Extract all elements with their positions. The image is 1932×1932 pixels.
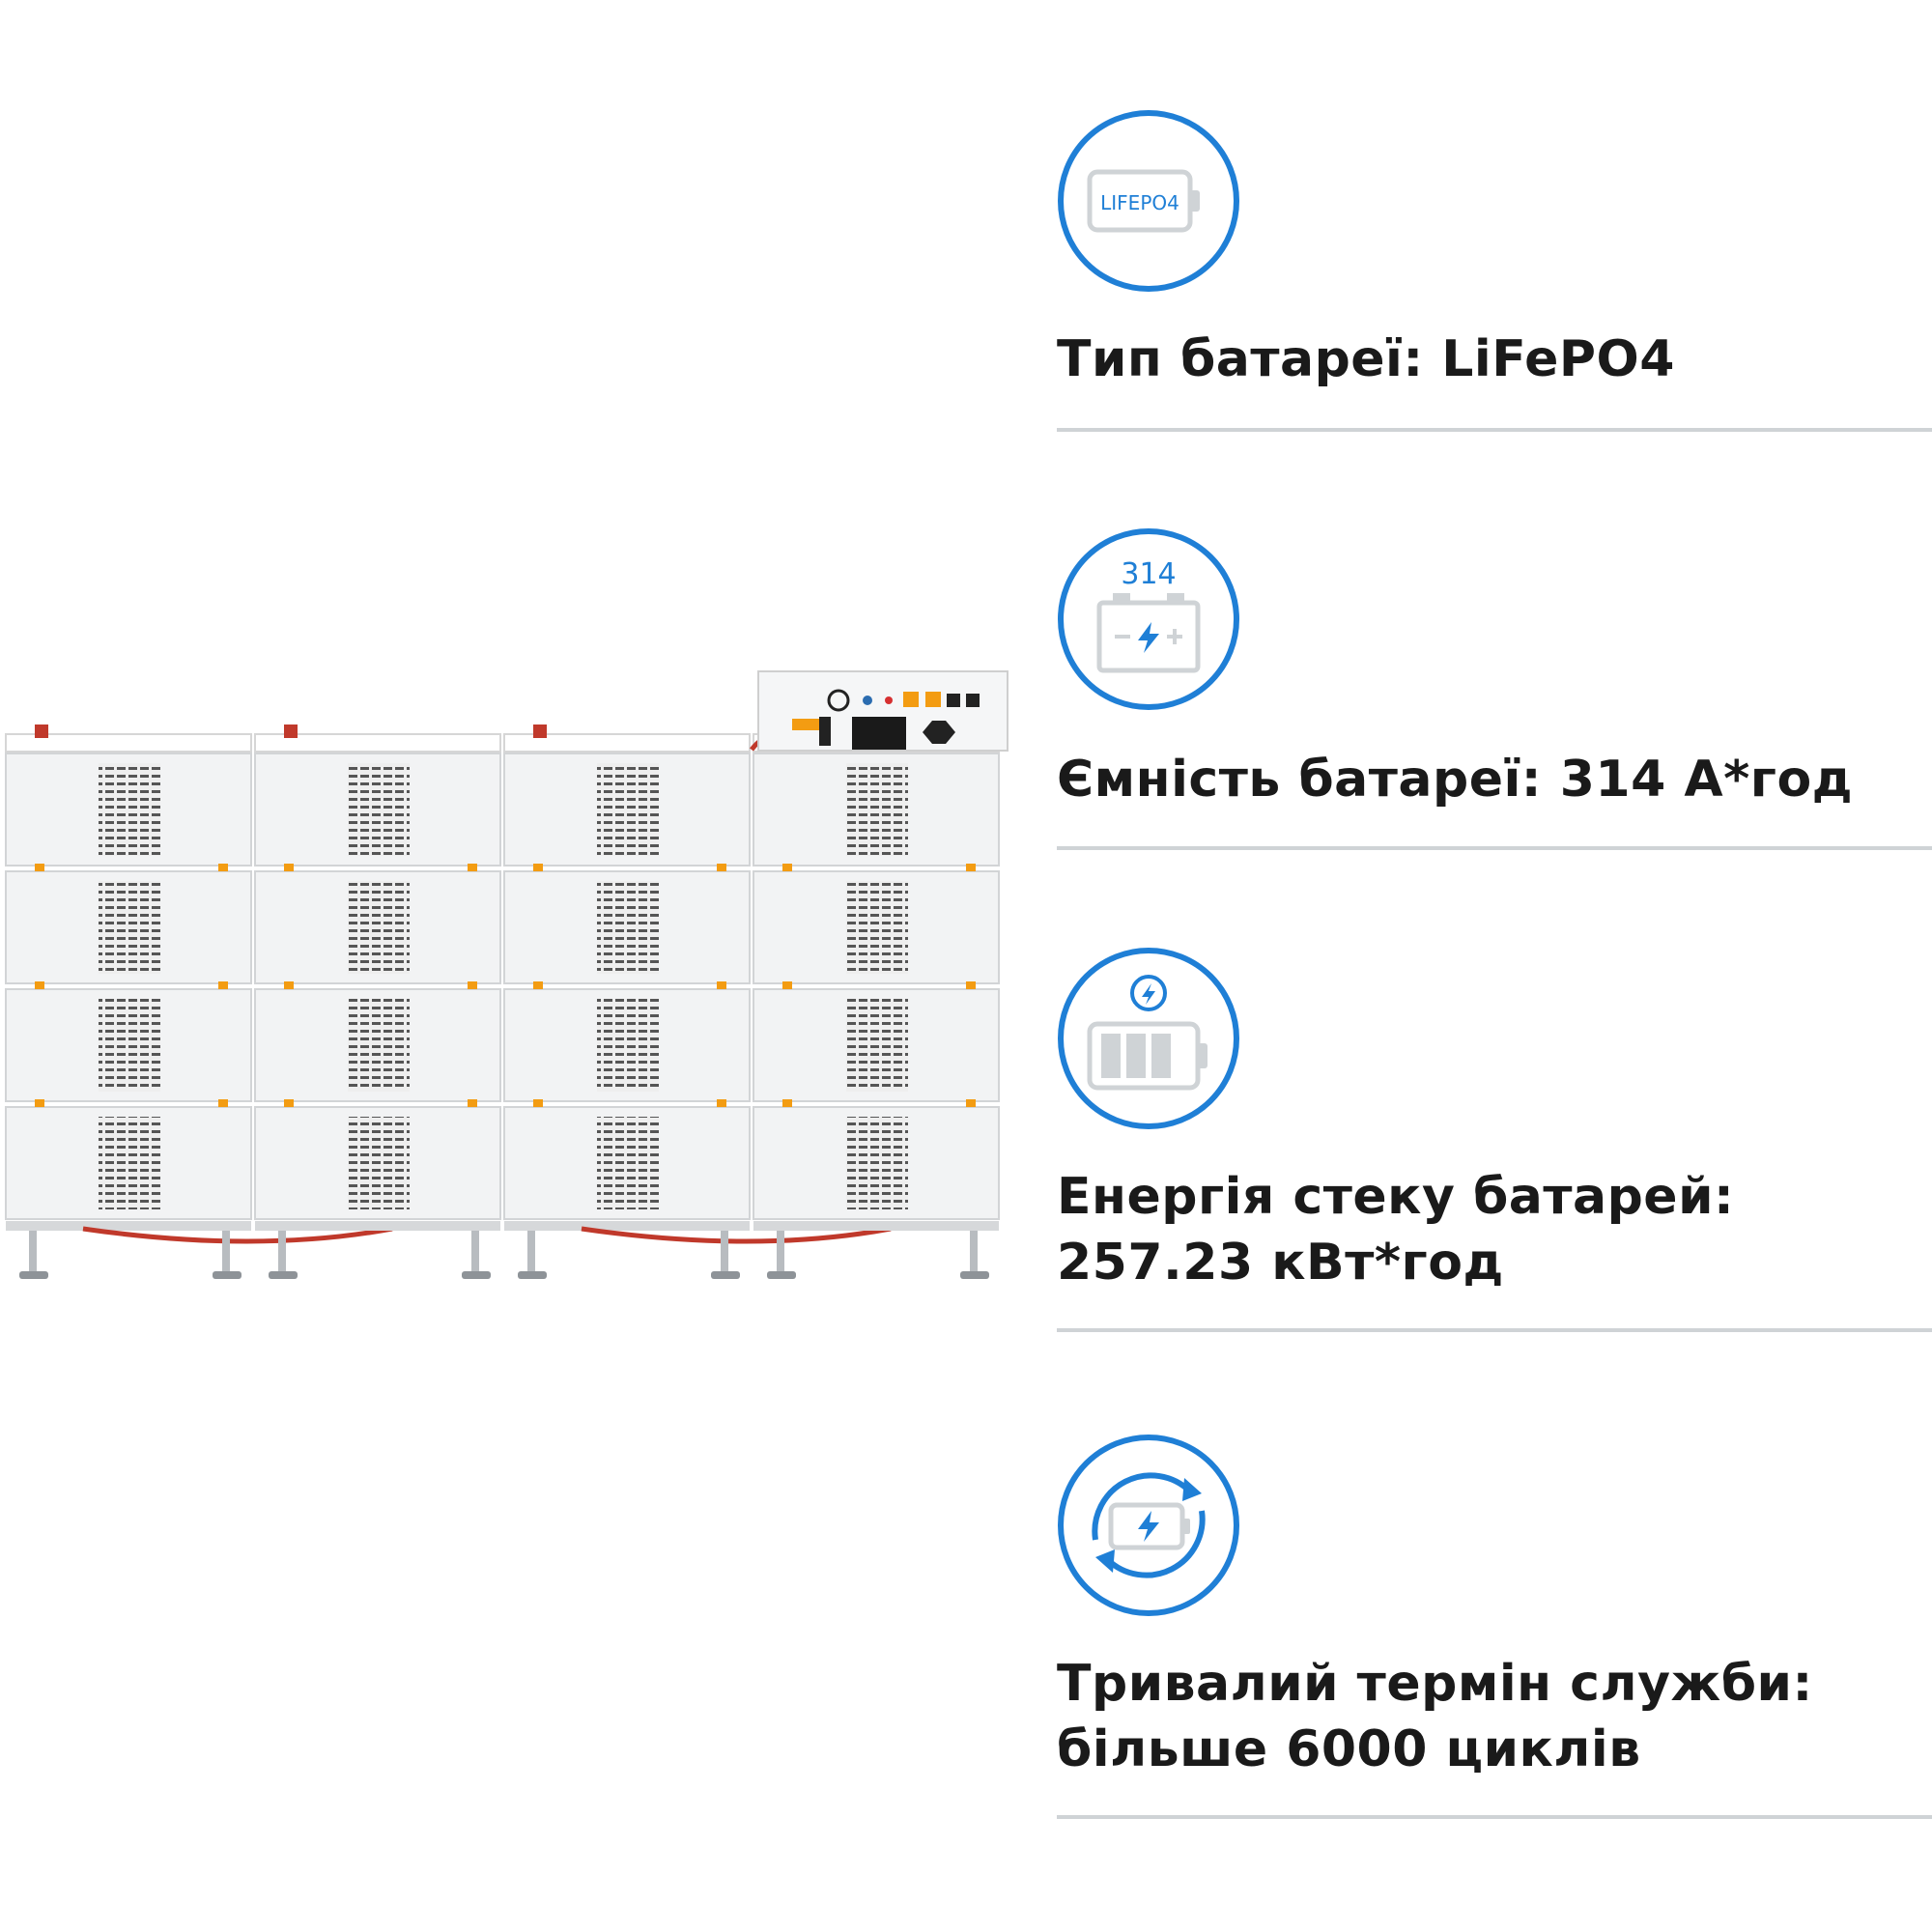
battery-cycle-icon bbox=[1058, 1435, 1239, 1616]
base-plate bbox=[753, 1221, 999, 1231]
module-connector bbox=[717, 864, 726, 871]
top-rail bbox=[5, 733, 252, 753]
support-foot bbox=[19, 1271, 48, 1279]
top-cable-clip bbox=[284, 724, 298, 738]
vent-grille bbox=[99, 999, 160, 1092]
divider bbox=[1057, 428, 1932, 432]
module-connector bbox=[35, 864, 44, 871]
base-plate bbox=[255, 1221, 500, 1231]
support-foot bbox=[269, 1271, 298, 1279]
base-cable bbox=[581, 1226, 892, 1244]
support-leg bbox=[777, 1231, 784, 1273]
divider bbox=[1057, 846, 1932, 850]
module-connector bbox=[533, 864, 543, 871]
feature-line: Тривалий термін служби: bbox=[1057, 1655, 1813, 1713]
vent-grille bbox=[348, 881, 410, 974]
vent-grille bbox=[99, 881, 160, 974]
vent-grille bbox=[846, 881, 908, 974]
feature-cycle-life-text: Тривалий термін служби: більше 6000 цикл… bbox=[1057, 1651, 1813, 1782]
support-foot bbox=[213, 1271, 242, 1279]
lifepo4-icon-label: LIFEPO4 bbox=[1100, 191, 1179, 214]
vent-grille bbox=[348, 999, 410, 1092]
support-foot bbox=[711, 1271, 740, 1279]
module-connector bbox=[218, 981, 228, 989]
base-cable bbox=[82, 1226, 393, 1244]
module-connector bbox=[966, 981, 976, 989]
module-connector bbox=[717, 981, 726, 989]
vent-grille bbox=[597, 999, 659, 1092]
support-leg bbox=[222, 1231, 230, 1273]
vent-grille bbox=[846, 999, 908, 1092]
module-connector bbox=[468, 1099, 477, 1107]
support-leg bbox=[970, 1231, 978, 1273]
module-connector bbox=[533, 981, 543, 989]
feature-line: більше 6000 циклів bbox=[1057, 1720, 1641, 1778]
module-connector bbox=[533, 1099, 543, 1107]
lifepo4-battery-icon: LIFEPO4 bbox=[1058, 110, 1239, 292]
support-leg bbox=[29, 1231, 37, 1273]
top-cable-clip bbox=[35, 724, 48, 738]
support-leg bbox=[471, 1231, 479, 1273]
module-connector bbox=[35, 981, 44, 989]
vent-grille bbox=[348, 1117, 410, 1209]
module-connector bbox=[284, 864, 294, 871]
module-connector bbox=[218, 864, 228, 871]
support-leg bbox=[721, 1231, 728, 1273]
top-rail bbox=[254, 733, 501, 753]
feature-battery-capacity-text: Ємність батареї: 314 А*год bbox=[1057, 747, 1853, 812]
battery-stack-illustration bbox=[5, 670, 1009, 1279]
vent-grille bbox=[846, 763, 908, 856]
vent-grille bbox=[597, 763, 659, 856]
divider bbox=[1057, 1328, 1932, 1332]
vent-grille bbox=[99, 1117, 160, 1209]
capacity-icon-label: 314 bbox=[1121, 557, 1176, 591]
bms-controller-module bbox=[757, 670, 1009, 752]
support-leg bbox=[527, 1231, 535, 1273]
feature-stack-energy-text: Енергія стеку батарей: 257.23 кВт*год bbox=[1057, 1164, 1734, 1295]
base-plate bbox=[6, 1221, 251, 1231]
support-leg bbox=[278, 1231, 286, 1273]
feature-battery-type-text: Тип батареї: LiFePO4 bbox=[1057, 327, 1675, 392]
top-cable-clip bbox=[533, 724, 547, 738]
car-battery-capacity-icon: 314 bbox=[1058, 528, 1239, 710]
module-connector bbox=[284, 1099, 294, 1107]
module-connector bbox=[468, 981, 477, 989]
support-foot bbox=[767, 1271, 796, 1279]
module-connector bbox=[35, 1099, 44, 1107]
battery-charge-level-icon bbox=[1058, 948, 1239, 1129]
support-foot bbox=[462, 1271, 491, 1279]
base-plate bbox=[504, 1221, 750, 1231]
support-foot bbox=[518, 1271, 547, 1279]
module-connector bbox=[468, 864, 477, 871]
feature-line: Тип батареї: LiFePO4 bbox=[1057, 330, 1675, 388]
divider bbox=[1057, 1815, 1932, 1819]
vent-grille bbox=[597, 881, 659, 974]
module-connector bbox=[782, 981, 792, 989]
module-connector bbox=[966, 1099, 976, 1107]
support-foot bbox=[960, 1271, 989, 1279]
battery-modules bbox=[5, 722, 1000, 1279]
vent-grille bbox=[99, 763, 160, 856]
feature-line: Енергія стеку батарей: bbox=[1057, 1168, 1735, 1226]
module-connector bbox=[782, 864, 792, 871]
feature-line: 257.23 кВт*год bbox=[1057, 1234, 1504, 1292]
module-connector bbox=[717, 1099, 726, 1107]
module-connector bbox=[218, 1099, 228, 1107]
feature-line: Ємність батареї: 314 А*год bbox=[1057, 751, 1854, 809]
module-connector bbox=[782, 1099, 792, 1107]
top-rail bbox=[503, 733, 751, 753]
module-connector bbox=[284, 981, 294, 989]
module-connector bbox=[966, 864, 976, 871]
vent-grille bbox=[348, 763, 410, 856]
vent-grille bbox=[846, 1117, 908, 1209]
vent-grille bbox=[597, 1117, 659, 1209]
